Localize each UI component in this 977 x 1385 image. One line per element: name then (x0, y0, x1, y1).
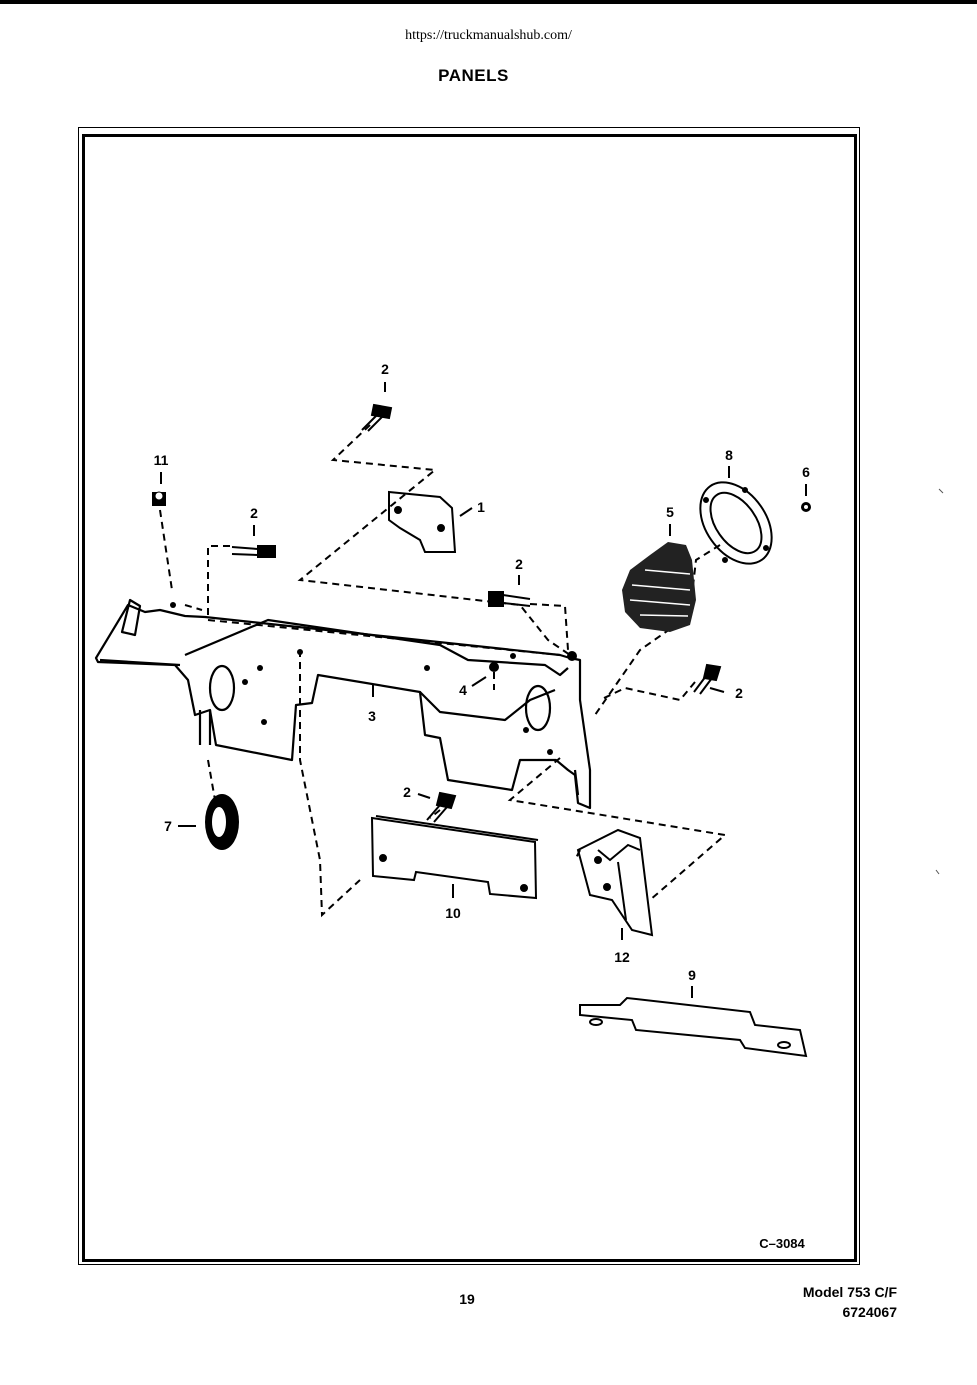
callout-3: 3 (368, 708, 376, 724)
callout-8: 8 (725, 447, 733, 463)
part-9-strap[interactable] (579, 996, 808, 1058)
top-rule (0, 0, 977, 4)
bolt-top[interactable] (361, 403, 393, 432)
figure-code: C–3084 (759, 1236, 805, 1251)
callout-4: 4 (459, 682, 467, 698)
bolt-mid[interactable] (488, 591, 531, 607)
callout-labels: 2 11 2 1 2 8 6 5 4 3 2 7 2 10 12 9 (154, 361, 811, 983)
page-number: 19 (459, 1291, 475, 1307)
callout-7: 7 (164, 818, 172, 834)
callout-2-left: 2 (250, 505, 258, 521)
bolts-part-2[interactable] (231, 403, 722, 823)
callout-2-top: 2 (381, 361, 389, 377)
diagram-frame-inner (82, 134, 857, 1262)
callout-9: 9 (688, 967, 696, 983)
part-6-nut[interactable] (801, 502, 811, 512)
callout-11: 11 (154, 452, 169, 468)
part-7-grommet[interactable] (205, 794, 239, 850)
part-number: 6724067 (842, 1304, 897, 1320)
part-1-plate[interactable] (388, 490, 457, 553)
part-12-bracket[interactable] (576, 828, 654, 937)
bolt-low[interactable] (426, 791, 457, 823)
callout-6: 6 (802, 464, 810, 480)
model-name: Model 753 C/F (802, 1284, 897, 1300)
panel-holes (170, 602, 577, 755)
part-8-ring-plate[interactable] (686, 469, 787, 577)
scan-marks (935, 488, 944, 875)
part-3-main-panel[interactable] (94, 598, 592, 810)
page-title: PANELS (438, 66, 509, 85)
source-url[interactable]: https://truckmanualshub.com/ (405, 28, 572, 43)
callout-2-low: 2 (403, 784, 411, 800)
part-11-plug[interactable] (152, 491, 166, 506)
part-5-boot[interactable] (622, 542, 696, 632)
callout-1: 1 (477, 499, 485, 515)
bolt-right[interactable] (693, 663, 722, 695)
part-10-lower-plate[interactable] (370, 815, 539, 900)
callout-2-mid: 2 (515, 556, 523, 572)
leader-lines (160, 382, 807, 998)
model-info: Model 753 C/F 6724067 (803, 1282, 897, 1322)
diagram-frame (78, 127, 860, 1265)
callout-10: 10 (445, 905, 461, 921)
callout-2-right: 2 (735, 685, 743, 701)
callout-12: 12 (614, 949, 630, 965)
bolt-left[interactable] (231, 545, 276, 558)
callout-5: 5 (666, 504, 674, 520)
